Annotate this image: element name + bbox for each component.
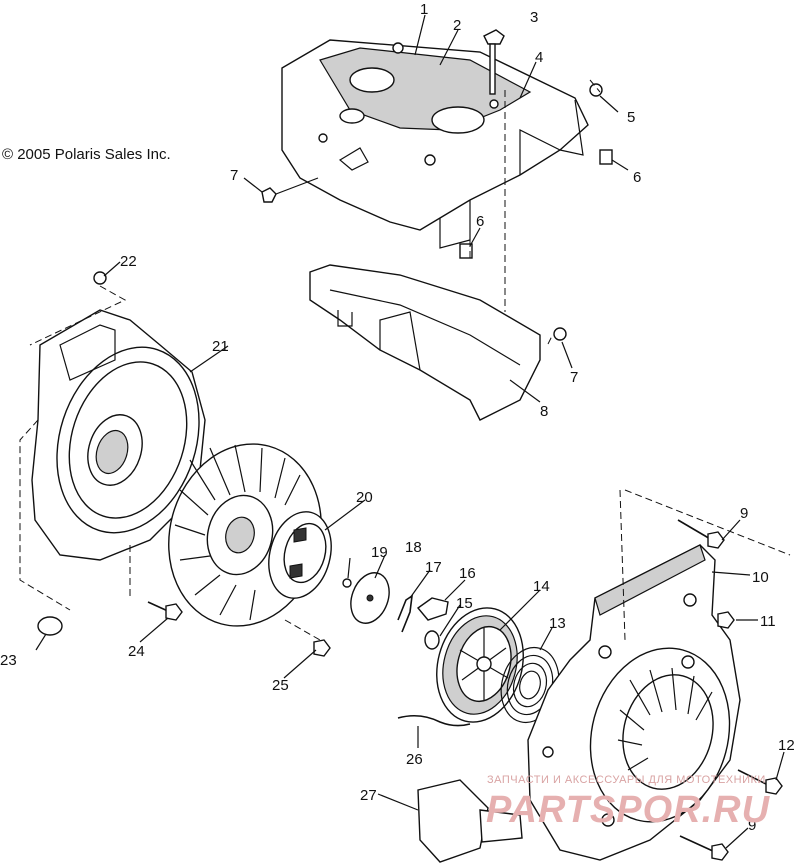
bolt-9b-head <box>711 843 729 861</box>
callout-12: 12 <box>778 737 795 754</box>
callout-16: 16 <box>459 565 476 582</box>
callout-20: 20 <box>356 489 373 506</box>
clip-6a <box>599 149 613 165</box>
callout-27: 27 <box>360 787 377 804</box>
callout-19: 19 <box>371 544 388 561</box>
callout-22: 22 <box>120 253 137 270</box>
callout-17: 17 <box>425 559 442 576</box>
callout-10: 10 <box>752 569 769 586</box>
starter-rope <box>397 714 471 727</box>
copyright-text: © 2005 Polaris Sales Inc. <box>2 146 171 163</box>
callout-26: 26 <box>406 751 423 768</box>
nut-11 <box>717 611 735 629</box>
callout-1: 1 <box>420 1 428 18</box>
callout-8: 8 <box>540 403 548 420</box>
screw-19 <box>342 578 352 588</box>
starter-housing <box>527 544 741 861</box>
callout-11: 11 <box>760 613 776 630</box>
bolt-7a-head <box>261 187 277 203</box>
bolt-9a-head <box>707 531 725 549</box>
bolt-25-head <box>313 639 331 657</box>
callout-24: 24 <box>128 643 145 660</box>
callout-3: 3 <box>530 9 538 26</box>
callout-7a: 7 <box>230 167 238 184</box>
bolt-12-head <box>765 777 783 795</box>
bolt-3-shank <box>489 43 496 95</box>
watermark-tagline: ЗАПЧАСТИ И АКСЕССУАРЫ ДЛЯ МОТОТЕХНИКИ <box>487 774 766 786</box>
callout-9b: 9 <box>748 817 756 834</box>
nut-7b <box>553 327 567 341</box>
callout-18: 18 <box>405 539 422 556</box>
callout-5: 5 <box>627 109 635 126</box>
callout-4: 4 <box>535 49 543 66</box>
nut-5 <box>589 83 603 97</box>
callout-25: 25 <box>272 677 289 694</box>
rope-pulley <box>436 607 524 723</box>
ring-15 <box>424 630 440 650</box>
plug-22 <box>93 271 107 285</box>
callout-6b: 6 <box>476 213 484 230</box>
callout-13: 13 <box>549 615 566 632</box>
callout-9a: 9 <box>740 505 748 522</box>
bolt-3 <box>483 29 505 45</box>
callout-23: 23 <box>0 652 17 669</box>
callout-21: 21 <box>212 338 229 355</box>
bolt-24-head <box>165 603 183 621</box>
starter-handle <box>417 779 523 863</box>
callout-2: 2 <box>453 17 461 34</box>
callout-7b: 7 <box>570 369 578 386</box>
bolt-12-shank <box>737 769 771 787</box>
bolt-9a-shank <box>677 519 713 541</box>
starter-cup <box>268 511 332 599</box>
fan-shroud-top <box>281 39 589 249</box>
callout-14: 14 <box>533 578 550 595</box>
clip-6b <box>459 243 473 259</box>
bolt-9b-shank <box>679 835 716 853</box>
air-duct <box>309 264 541 421</box>
fan-housing <box>31 271 206 561</box>
watermark-brand: PARTSPOR.RU <box>486 789 771 831</box>
callout-15: 15 <box>456 595 473 612</box>
cap-23 <box>37 616 63 636</box>
callout-6a: 6 <box>633 169 641 186</box>
pawl-16 <box>416 597 449 621</box>
pawl-plate-hub <box>366 594 374 602</box>
spring-17 <box>397 594 414 633</box>
